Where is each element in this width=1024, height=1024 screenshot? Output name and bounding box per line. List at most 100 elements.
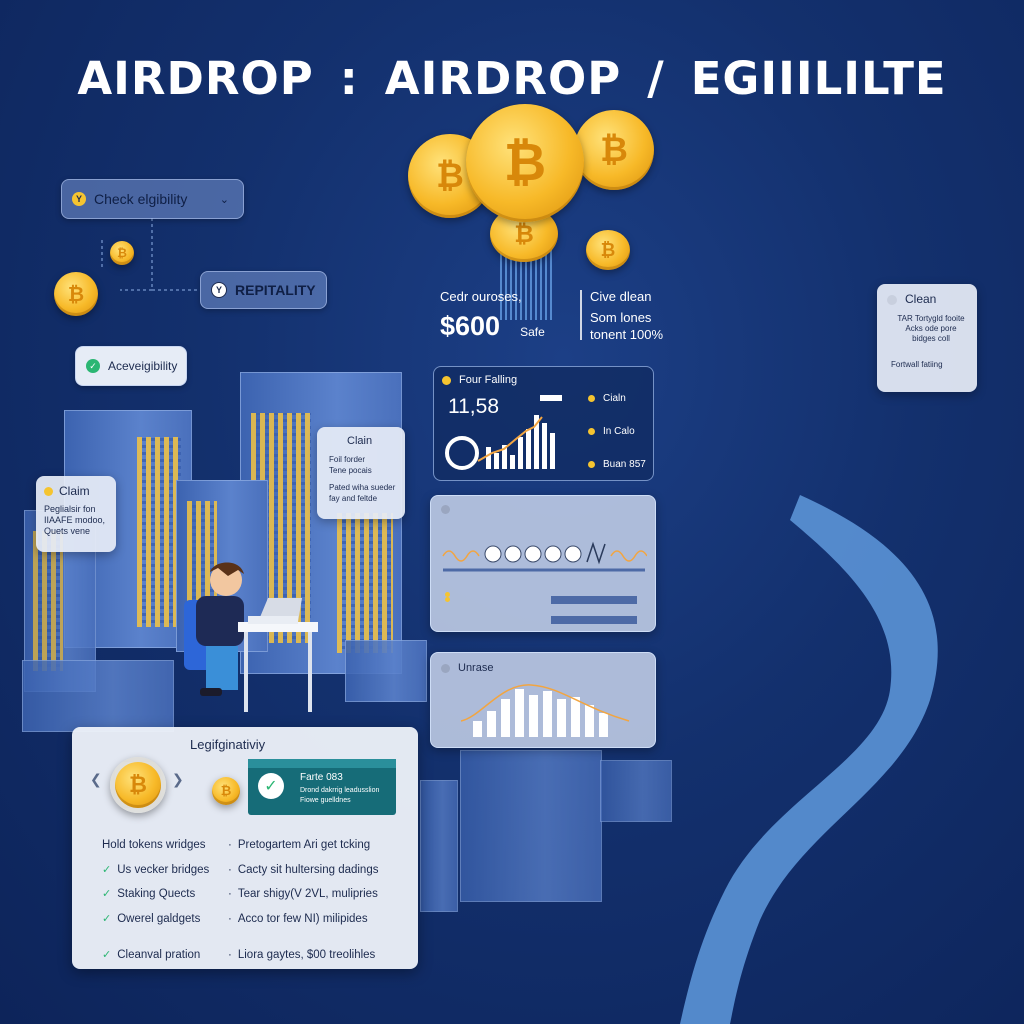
- building: [460, 750, 602, 902]
- panel-value: 11,58: [448, 395, 499, 418]
- building-windows: [337, 513, 393, 653]
- claim-card-title: Claim: [59, 484, 90, 498]
- eligbness-rows: [445, 592, 456, 602]
- badge-icon: Y: [72, 192, 86, 206]
- claim-card-line: Quets vene: [44, 526, 91, 536]
- list-item-label: Us vecker bridges: [117, 863, 210, 876]
- divider: [580, 290, 582, 340]
- dropdown-chevron-icon: ⌄: [219, 193, 229, 206]
- title-mid: AIRDROP: [384, 52, 622, 105]
- stat-value: $600: [440, 311, 501, 341]
- claim-card-line: Foil forder: [329, 455, 366, 464]
- verified-badge: ✓ Farte 083 Drond dakrrig leadusslion Fi…: [248, 759, 396, 815]
- list-item-label: Cleanval pration: [117, 949, 201, 961]
- title-separator: /: [647, 52, 665, 105]
- person-with-laptop-icon: [184, 562, 318, 712]
- clean-card[interactable]: Clean TAR Tortygld fooite Acks ode pore …: [877, 284, 977, 392]
- check-icon: ✓: [86, 359, 100, 373]
- legend-label: In Calo: [603, 426, 635, 437]
- verified-subtitle: Fiowe guelldnes: [300, 797, 351, 804]
- list-item: ✓Owerel galdgets: [102, 907, 209, 932]
- bitcoin-coin-icon: ₿: [110, 757, 166, 813]
- verified-title: Farte 083: [300, 772, 343, 783]
- list-item: ✓ Us vecker bridges: [102, 858, 209, 883]
- badge-icon: [441, 663, 450, 673]
- chevron-right-icon[interactable]: ❯: [172, 771, 184, 787]
- list-item: Hold tokens wridges: [102, 833, 209, 858]
- repitality-label: REPITALITY: [235, 282, 316, 298]
- claim-card-line: fay and feltde: [329, 494, 378, 503]
- bitcoin-coin-icon: ₿: [586, 230, 630, 270]
- badge-icon: [887, 294, 897, 305]
- line-chart-icon: [445, 415, 555, 470]
- bitcoin-coin-icon: ₿: [212, 777, 240, 805]
- list-item-label: Hold tokens wridges: [102, 839, 206, 851]
- top-stat-left: Cedr ouroses, $600 Safe: [440, 288, 570, 342]
- claim-card-line: Pated wiha sueder: [329, 483, 396, 492]
- stat-label: Cive dlean: [590, 289, 652, 304]
- bitcoin-coin-icon: ₿: [54, 272, 98, 316]
- check-eligibility-label: Check elgibility: [94, 191, 188, 207]
- list-item: ✓ Cleanval pration: [102, 943, 209, 968]
- list-item-label: Pretogartem Ari get tcking: [237, 839, 371, 851]
- building: [22, 660, 174, 732]
- top-stat-right: Cive dlean Som lones tonent 100%: [590, 288, 710, 343]
- unrase-panel[interactable]: Unrase: [430, 652, 656, 748]
- clean-card-title: Clean: [905, 292, 937, 306]
- legend-item: Cialn: [588, 393, 646, 404]
- badge-icon: [441, 505, 450, 514]
- four-falling-panel[interactable]: Four Falling 11,58 Cialn In Calo Buan 85…: [433, 366, 654, 481]
- claim-card-middle[interactable]: Clain Foil forder Tene pocais Pated wiha…: [317, 427, 405, 519]
- chevron-left-icon[interactable]: ❮: [90, 771, 102, 787]
- list-item: ·Pretogartem Ari get tcking: [228, 833, 378, 858]
- badge-icon: [442, 375, 451, 385]
- bar-chart-icon: [461, 684, 630, 737]
- claim-card-title: Clain: [347, 435, 373, 447]
- clean-card-line: TAR Tortygld fooite: [897, 314, 965, 323]
- claim-card-line: Peglialsir fon: [44, 504, 96, 514]
- building: [420, 780, 458, 912]
- panel-title: Legifginativiy: [190, 737, 266, 752]
- title-right: EGIIILILTE: [690, 52, 947, 105]
- stat-suffix: Safe: [520, 325, 545, 339]
- building: [600, 760, 672, 822]
- repitality-button[interactable]: Y REPITALITY: [200, 271, 327, 309]
- page-title: AIRDROP:AIRDROP/EGIIILILTE: [0, 52, 1024, 105]
- claim-card-line: Tene pocais: [329, 466, 372, 475]
- list-item: ✓Staking Quects: [102, 882, 209, 907]
- panel-title: Four Falling: [459, 374, 518, 386]
- building-windows: [33, 531, 63, 671]
- list-item: ·Tear shigy(V 2VL, mulipries: [228, 882, 378, 907]
- check-icon: ✓: [102, 949, 112, 961]
- clean-card-footer: Fortwall fatiing: [891, 360, 943, 369]
- legend-item: In Calo: [588, 426, 646, 437]
- value-bar: [540, 395, 562, 401]
- list-item-label: Tear shigy(V 2VL, mulipries: [237, 888, 378, 900]
- claim-card-left[interactable]: Claim Peglialsir fon IIAAFE modoo, Quets…: [36, 476, 116, 552]
- title-separator: :: [339, 52, 359, 105]
- verified-subtitle: Drond dakrrig leadusslion: [300, 787, 380, 794]
- panel-legend: Cialn In Calo Buan 857: [588, 393, 646, 492]
- stat-label: Cedr ouroses,: [440, 289, 522, 304]
- bitcoin-coin-icon: ₿: [110, 241, 134, 265]
- legend-item: Buan 857: [588, 459, 646, 470]
- legitimacy-panel[interactable]: Legifginativiy ❮ ₿ ❯ ₿ ✓ Farte 083 Drond…: [72, 727, 418, 969]
- clean-card-line: Acks ode pore: [905, 324, 957, 333]
- row-bar: [551, 616, 637, 624]
- legend-label: Buan 857: [603, 459, 646, 470]
- list-item: ·Liora gaytes, $00 treolihles: [228, 943, 378, 968]
- clean-card-line: bidges coll: [912, 334, 950, 343]
- check-eligibility-dropdown[interactable]: Y Check elgibility ⌄: [61, 179, 244, 219]
- check-icon: ✓: [102, 863, 112, 876]
- badge-icon: [44, 487, 53, 496]
- list-item-label: Acco tor few NI) milipides: [237, 912, 368, 925]
- stat-label: Som lones: [590, 310, 652, 325]
- row-bar: [551, 596, 637, 604]
- list-item-label: Staking Quects: [117, 888, 196, 900]
- list-item: ·Cacty sit hultersing dadings: [228, 858, 378, 883]
- list-item-label: Liora gaytes, $00 treolihles: [237, 949, 376, 961]
- eligbness-panel[interactable]: [430, 495, 656, 632]
- aceveigibility-badge[interactable]: ✓ Aceveigibility: [75, 346, 187, 386]
- list-item: ·Acco tor few NI) milipides: [228, 907, 378, 932]
- check-icon: ✓: [102, 912, 112, 925]
